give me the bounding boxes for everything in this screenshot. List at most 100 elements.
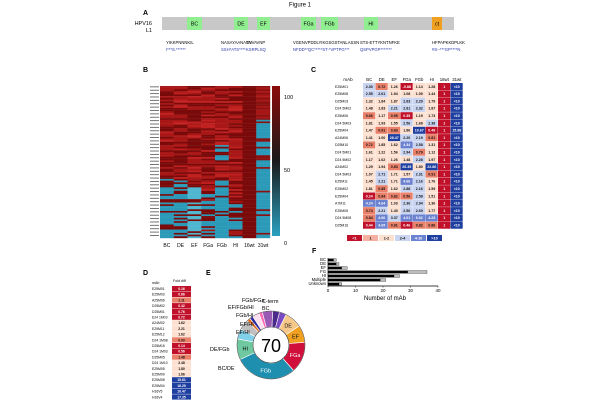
heatmap-cell: [201, 124, 216, 127]
table-cell-value: 2.29: [416, 99, 423, 103]
heatmap-row-label: [150, 191, 159, 193]
bar-secondary-EF: [341, 266, 348, 270]
heatmap-cell: [201, 126, 216, 129]
figure-title: Figure 1: [289, 3, 312, 9]
heatmap-cell: [173, 86, 188, 88]
heatmap-cell: [187, 111, 202, 114]
heatmap-cell: [256, 109, 271, 112]
heatmap-cell: [187, 96, 202, 99]
heatmap-cell: [242, 121, 257, 124]
heatmap-cell: [160, 183, 174, 186]
table-cell: [438, 112, 451, 120]
table-cell: [363, 83, 376, 90]
table-cell: [438, 185, 451, 193]
table-cell: [450, 134, 463, 142]
d-row-cell: [172, 388, 191, 394]
heatmap-cell: [228, 172, 243, 175]
heatmap-cell: [201, 143, 216, 146]
heatmap-cell: [242, 195, 257, 198]
heatmap-cell: [201, 111, 216, 114]
legend-swatch-3: [395, 235, 410, 241]
heatmap-cell: [256, 185, 271, 188]
table-cell: [450, 97, 463, 105]
heatmap-cell: [215, 138, 229, 141]
heatmap-cell: [228, 185, 243, 188]
heatmap-cell: [256, 151, 271, 154]
heatmap-cell: [173, 232, 188, 235]
heatmap-cell: [228, 173, 243, 176]
heatmap-cell: [173, 99, 188, 102]
heatmap-cell: [215, 163, 229, 166]
table-cell-value: 1: [443, 151, 445, 155]
heatmap-cell: [215, 99, 229, 102]
table-cell: [363, 170, 376, 178]
d-row-cell: [172, 325, 191, 332]
heatmap-cell: [215, 195, 229, 198]
heatmap-cell: [160, 210, 174, 213]
heatmap-cell: [201, 116, 216, 119]
heatmap-cell: [160, 212, 174, 215]
table-cell: [450, 83, 463, 90]
heatmap-cell: [215, 136, 229, 139]
heatmap-cell: [201, 86, 216, 88]
table-cell: [388, 185, 401, 193]
table-cell-value: 4.23: [428, 216, 435, 220]
panel-e-letter: E: [206, 270, 211, 277]
heatmap-cell: [187, 87, 202, 90]
heatmap-cell: [160, 165, 174, 168]
heatmap-cell: [228, 168, 243, 171]
heatmap-cell: [228, 121, 243, 124]
heatmap-cell: [160, 133, 174, 136]
heatmap-cell: [215, 217, 229, 220]
table-cell: [375, 90, 388, 98]
bar-category-HI: HI: [322, 273, 326, 278]
table-cell: [400, 141, 413, 149]
heatmap-cell: [228, 99, 243, 102]
heatmap-cell: [215, 224, 229, 227]
legend-swatch-2: [379, 235, 394, 241]
row-name-12: D24 5M03: [335, 172, 351, 176]
heatmap-row-label: [150, 208, 159, 209]
heatmap-row-label: [150, 160, 159, 162]
heatmap-cell: [160, 89, 174, 92]
heatmap-cell: [228, 229, 243, 232]
heatmap-cell: [173, 214, 188, 217]
heatmap-cell: [160, 86, 174, 88]
table-cell: [400, 199, 413, 207]
heatmap-cell: [173, 129, 188, 132]
heatmap-cell: [187, 118, 202, 120]
donut-outside-label-5: DE/FGb: [210, 347, 229, 353]
d-row-value-10: 0.14: [178, 344, 185, 348]
heatmap-cell: [215, 92, 229, 95]
heatmap-cell: [160, 185, 174, 188]
heatmap-row-label: [150, 218, 159, 220]
heatmap-cell: [160, 104, 174, 107]
bar-primary-BC: [328, 258, 334, 262]
x-tick-label-2: 20: [380, 288, 386, 293]
heatmap-cell: [173, 121, 188, 124]
heatmap-cell: [160, 192, 174, 195]
heatmap-cell: [215, 114, 229, 117]
table-cell: [413, 141, 426, 149]
heatmap-cell: [187, 197, 202, 200]
x-tick-label-1: 10: [353, 288, 359, 293]
table-cell: [413, 112, 426, 120]
heatmap-cell: [228, 138, 243, 141]
heatmap-cell: [160, 236, 174, 239]
heatmap-cell: [242, 172, 257, 175]
heatmap-cell: [187, 102, 202, 105]
heatmap-cell: [160, 229, 174, 232]
heatmap-cell: [256, 119, 271, 122]
bar-secondary-FG: [407, 270, 428, 274]
heatmap-cell: [242, 216, 257, 218]
d-row-name-12: D25M05: [152, 355, 165, 359]
table-cell-value: 1: [443, 194, 445, 198]
d-row-cell: [172, 320, 191, 326]
heatmap-cell: [160, 99, 174, 102]
table-cell: [375, 185, 388, 193]
table-cell-value: 1.17: [366, 158, 373, 162]
heatmap-cell: [242, 123, 257, 126]
heatmap-x-label-0: BC: [163, 243, 170, 249]
table-cell-value: <10: [454, 99, 460, 103]
heatmap-cell: [201, 175, 216, 178]
